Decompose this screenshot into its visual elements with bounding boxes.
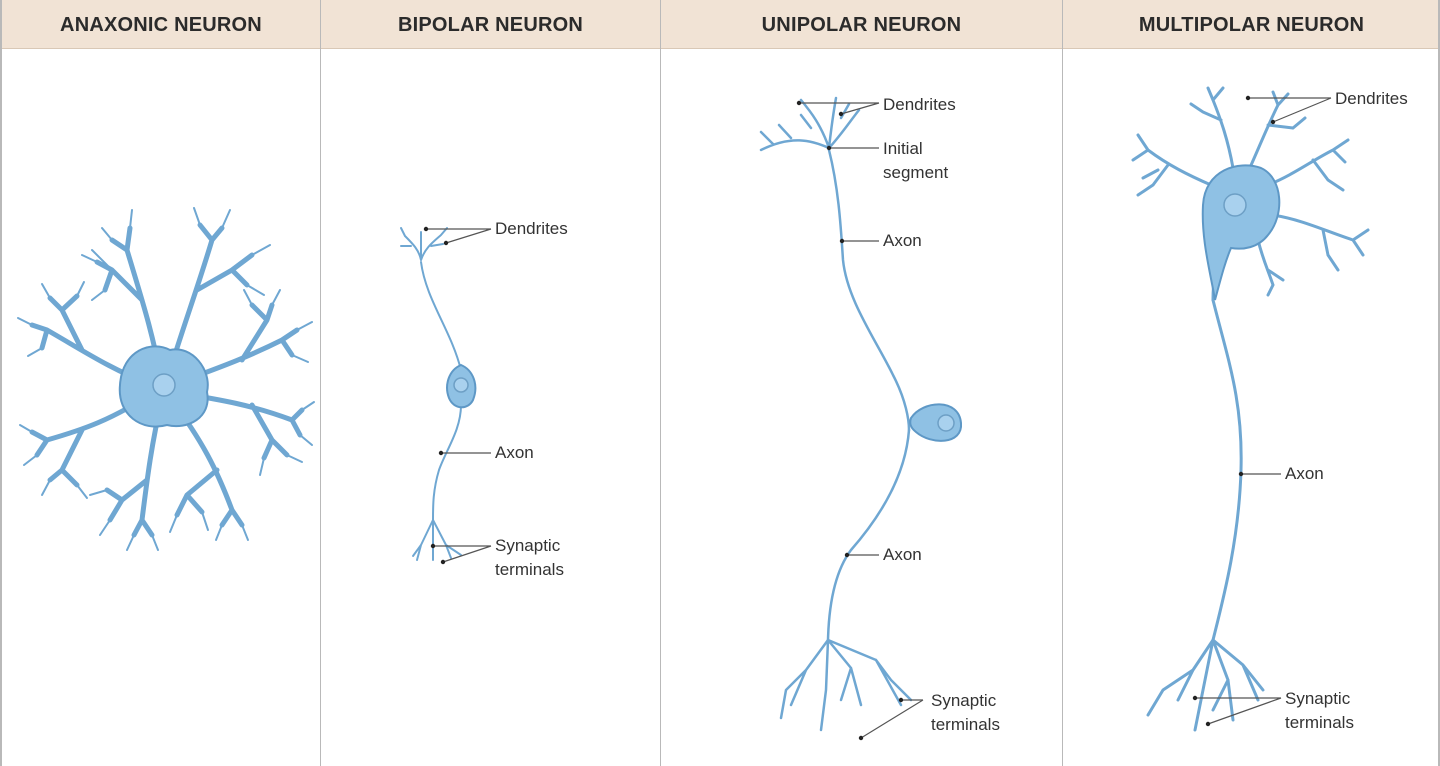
multipolar-dendrites-leader xyxy=(1245,95,1332,125)
bipolar-dendrites-leader xyxy=(423,226,492,246)
unipolar-axon-upper-label: Axon xyxy=(883,231,922,250)
bipolar-dendrites-label: Dendrites xyxy=(495,219,568,238)
multipolar-synaptic-leader xyxy=(1192,695,1282,727)
bipolar-axon-leader xyxy=(438,450,491,456)
bipolar-synaptic-line2: terminals xyxy=(495,560,564,579)
panel-bipolar: BIPOLAR NEURON Dendrites Axon xyxy=(320,0,660,766)
multipolar-neuron-illustration xyxy=(1131,86,1370,732)
bipolar-axon-label: Axon xyxy=(495,443,534,462)
unipolar-dendrites-leader xyxy=(796,100,880,117)
panel-title-bipolar: BIPOLAR NEURON xyxy=(321,0,660,49)
unipolar-dendrites-label: Dendrites xyxy=(883,95,956,114)
panel-multipolar: MULTIPOLAR NEURON xyxy=(1062,0,1440,766)
unipolar-initial-segment-label: Initial segment xyxy=(883,137,948,185)
panel-title-multipolar: MULTIPOLAR NEURON xyxy=(1063,0,1440,49)
multipolar-synaptic-line2: terminals xyxy=(1285,713,1354,732)
panel-anaxonic: ANAXONIC NEURON xyxy=(0,0,320,766)
unipolar-axon-lower-label: Axon xyxy=(883,545,922,564)
unipolar-synaptic-line2: terminals xyxy=(931,715,1000,734)
multipolar-synaptic-terminals-label: Synaptic terminals xyxy=(1285,687,1354,735)
unipolar-axon-lower-leader xyxy=(844,552,879,558)
bipolar-neuron-illustration xyxy=(400,226,492,565)
unipolar-initial-line2: segment xyxy=(883,163,949,182)
multipolar-synaptic-line1: Synaptic xyxy=(1285,689,1351,708)
panel-title-unipolar: UNIPOLAR NEURON xyxy=(661,0,1062,49)
unipolar-initial-segment-leader xyxy=(826,145,879,151)
unipolar-neuron-illustration xyxy=(759,96,963,741)
bipolar-synaptic-line1: Synaptic xyxy=(495,536,561,555)
unipolar-axon-upper-leader xyxy=(839,238,879,244)
anaxonic-neuron-illustration xyxy=(17,207,315,551)
unipolar-synaptic-terminals-label: Synaptic terminals xyxy=(931,689,1000,737)
multipolar-axon-leader xyxy=(1238,471,1281,477)
unipolar-synaptic-leader xyxy=(858,697,924,741)
multipolar-dendrites-label: Dendrites xyxy=(1335,89,1408,108)
bipolar-synaptic-terminals-label: Synaptic terminals xyxy=(495,534,564,582)
multipolar-axon-label: Axon xyxy=(1285,464,1324,483)
unipolar-initial-line1: Initial xyxy=(883,139,923,158)
panel-unipolar: UNIPOLAR NEURON xyxy=(660,0,1062,766)
unipolar-synaptic-line1: Synaptic xyxy=(931,691,997,710)
panel-title-anaxonic: ANAXONIC NEURON xyxy=(2,0,320,49)
bipolar-synaptic-leader xyxy=(430,543,492,565)
